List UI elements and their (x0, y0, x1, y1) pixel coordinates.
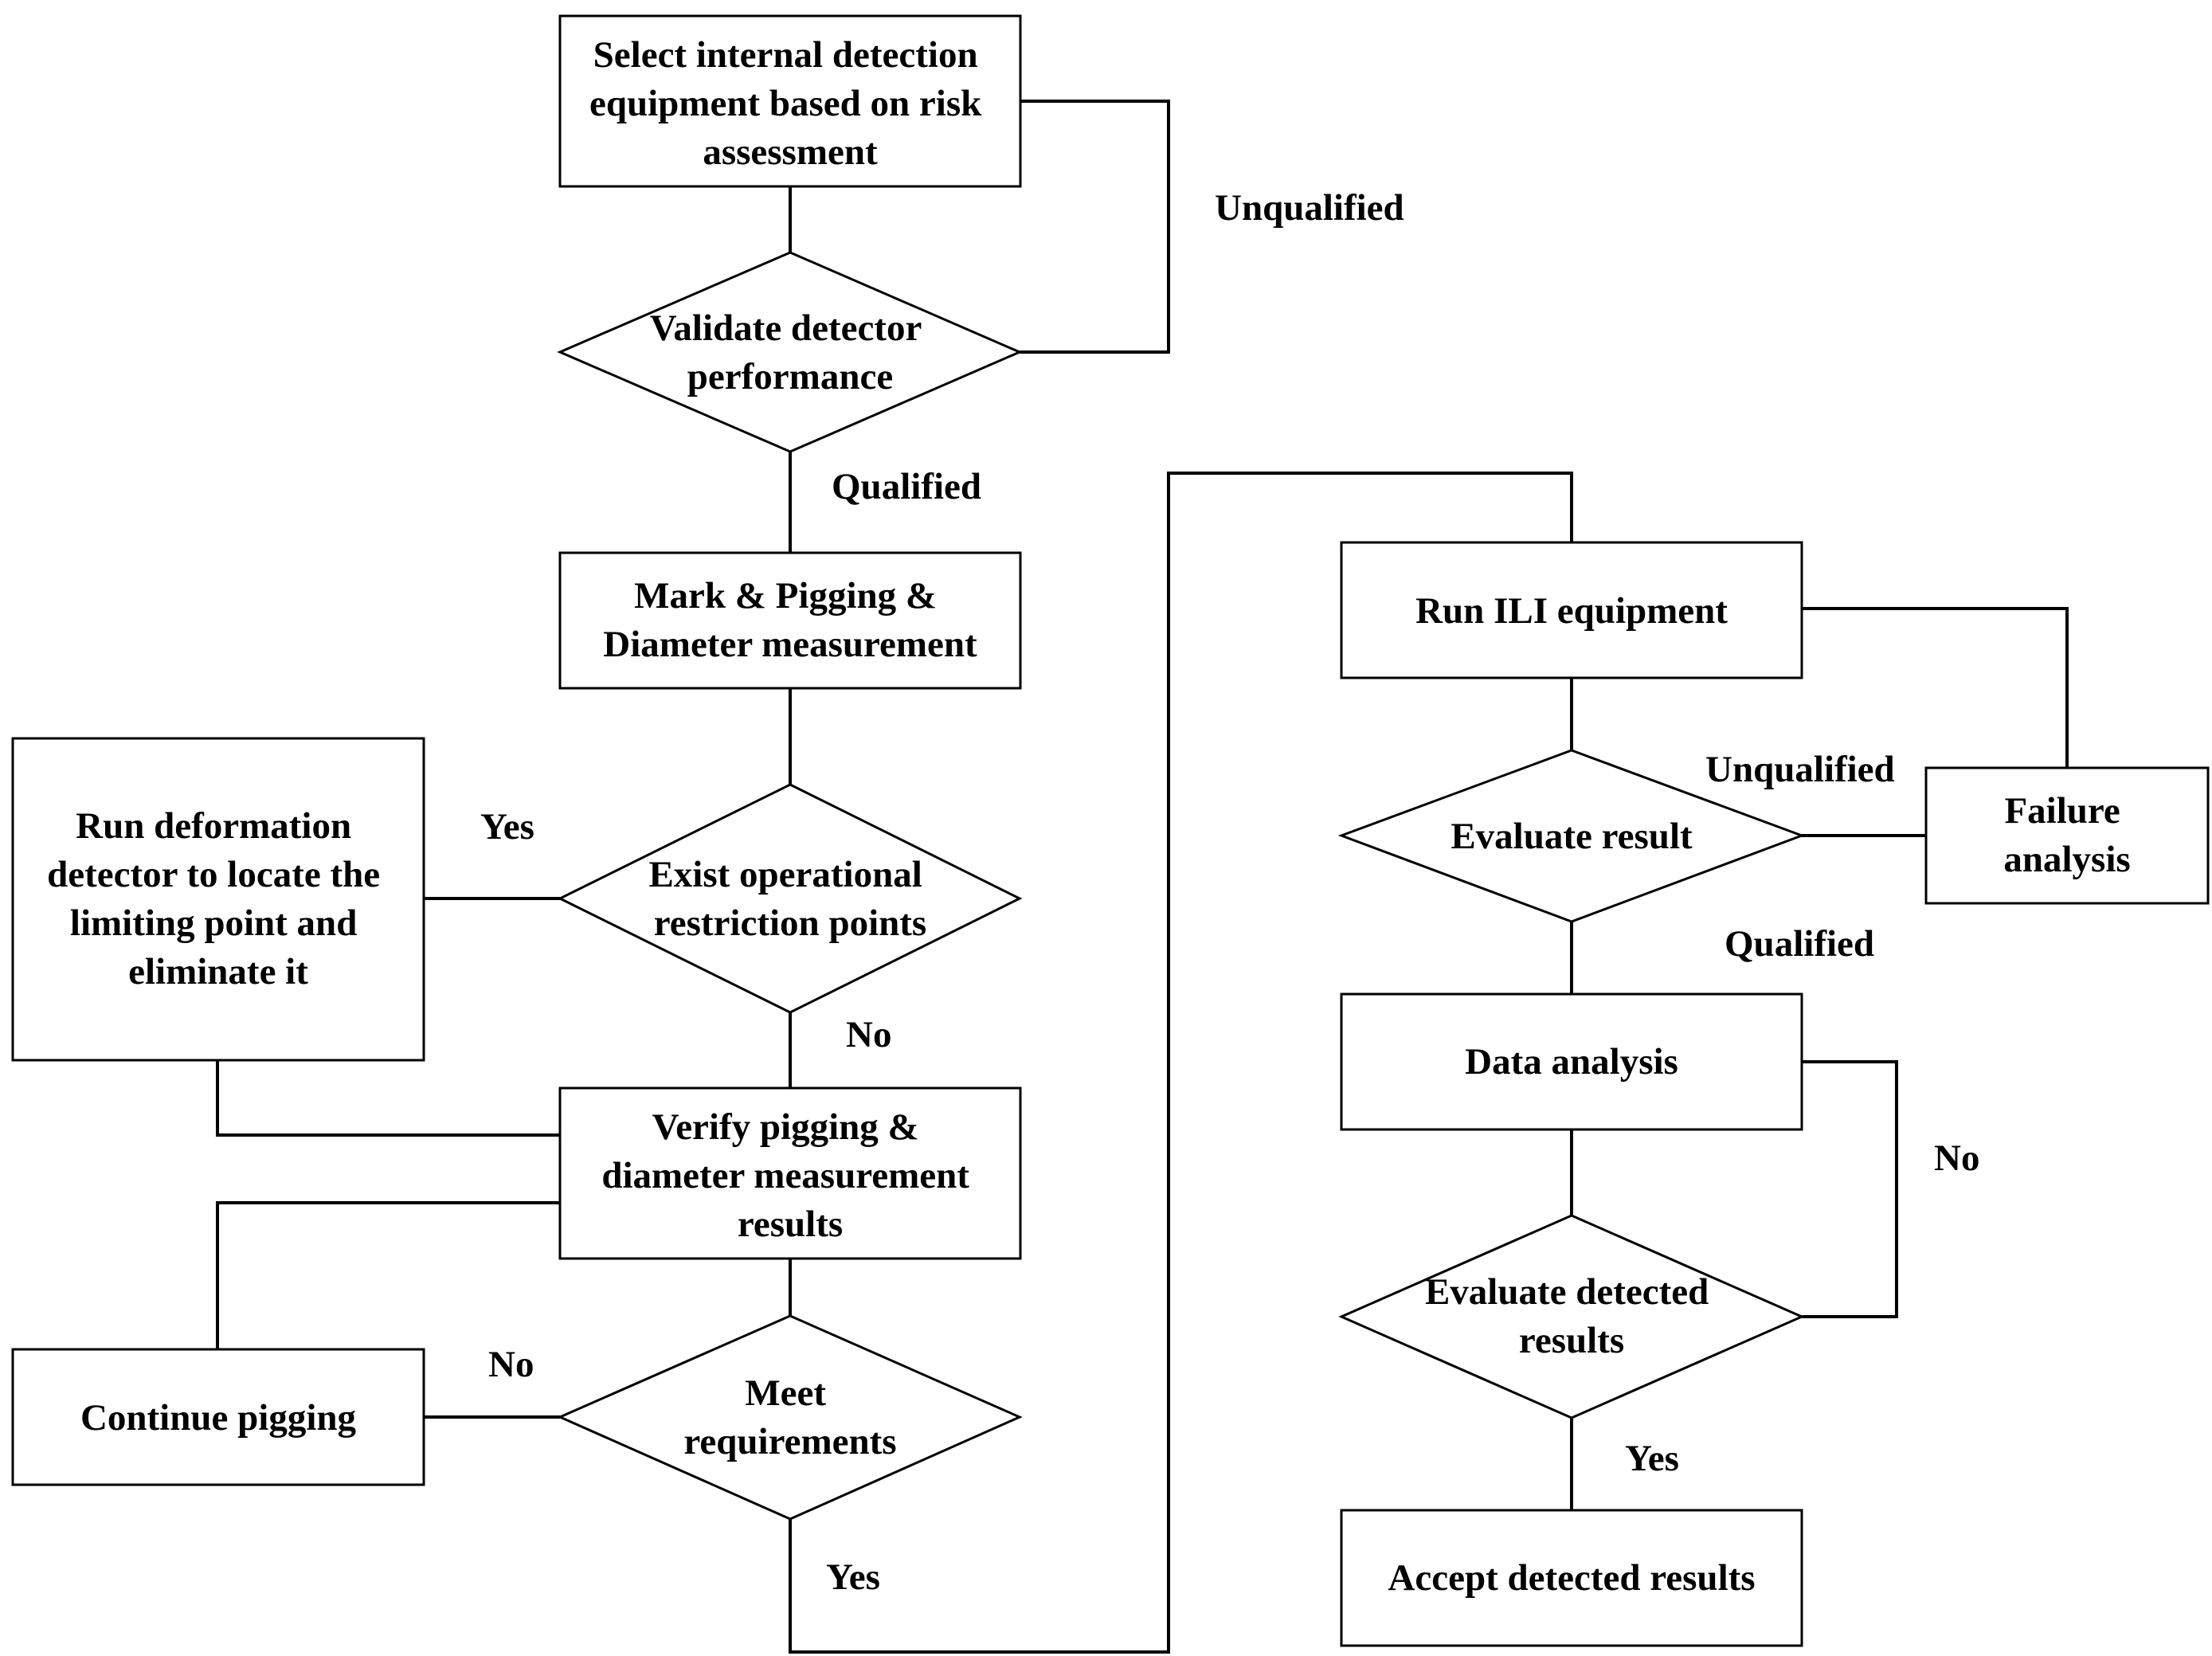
evaluate-detected-diamond (1338, 1214, 1805, 1419)
arrow-evaluate-detected-no-loop (1802, 1060, 1898, 1318)
edge-labels: Unqualified Qualified Yes No No Yes Unqu… (480, 187, 1979, 1598)
exist-restriction-text: Exist operational restriction points (648, 854, 931, 944)
continue-pigging-box (11, 1348, 425, 1486)
verify-results-box (558, 1086, 1022, 1260)
run-deformation-box (11, 737, 425, 1062)
arrow-continue-to-verify (216, 1201, 560, 1349)
select-equipment-box (558, 14, 1022, 188)
run-ili-box (1340, 541, 1803, 679)
validate-performance-text: Validate detector performance (650, 307, 930, 397)
continue-pigging-text: Continue pigging (80, 1397, 357, 1439)
validate-performance-diamond (557, 251, 1023, 453)
label-yes-restriction: Yes (480, 806, 534, 848)
label-no-evaluate: No (1934, 1137, 1979, 1179)
connectors (216, 100, 2069, 1654)
run-deformation-text: Run deformation detector to locate the l… (47, 805, 390, 992)
meet-requirements-text: Meet requirements (683, 1372, 896, 1462)
mark-pigging-box (558, 551, 1022, 690)
meet-requirements-diamond (557, 1314, 1023, 1521)
mark-pigging-text: Mark & Pigging & Diameter measurement (603, 575, 977, 665)
failure-analysis-box (1924, 766, 2210, 905)
arrow-failure-to-run-ili (1802, 607, 2069, 768)
label-qualified-1: Qualified (832, 466, 981, 507)
evaluate-detected-text: Evaluate detected results (1425, 1271, 1718, 1361)
accept-results-text: Accept detected results (1388, 1557, 1755, 1599)
select-equipment-text: Select internal detection equipment base… (589, 34, 991, 173)
failure-analysis-text: Failure analysis (2003, 790, 2130, 880)
label-qualified-2: Qualified (1725, 923, 1874, 965)
accept-results-box (1340, 1509, 1803, 1647)
label-unqualified-2: Unqualified (1705, 749, 1895, 790)
label-yes-meet: Yes (826, 1556, 880, 1598)
label-no-meet: No (488, 1344, 534, 1385)
run-ili-text: Run ILI equipment (1415, 590, 1728, 632)
node-texts: Select internal detection equipment base… (47, 34, 2131, 1599)
label-no-restriction: No (846, 1014, 891, 1055)
verify-results-text: Verify pigging & diameter measurement re… (601, 1106, 978, 1245)
arrow-unqualified-loop-1 (1020, 100, 1170, 354)
arrow-meet-yes-to-run-ili (789, 472, 1573, 1654)
arrow-deformation-to-verify (216, 1060, 560, 1137)
data-analysis-box (1340, 992, 1803, 1131)
label-unqualified-1: Unqualified (1215, 187, 1404, 229)
evaluate-result-text: Evaluate result (1451, 816, 1693, 857)
exist-restriction-diamond (557, 783, 1023, 1014)
data-analysis-text: Data analysis (1465, 1041, 1678, 1082)
label-yes-evaluate: Yes (1625, 1438, 1679, 1479)
